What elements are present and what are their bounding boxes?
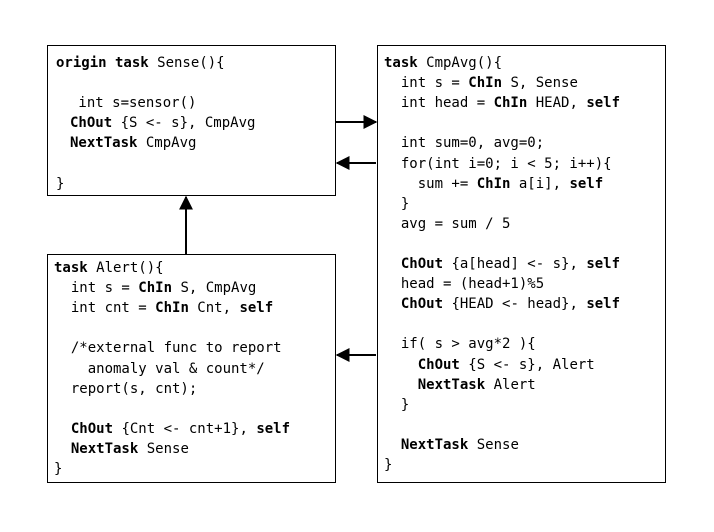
- code-keyword: NextTask: [70, 135, 138, 152]
- code-text: int head =: [384, 95, 494, 112]
- code-text: anomaly val & count*/: [54, 360, 265, 377]
- code-text: /*external func to report: [54, 340, 282, 357]
- code-text: Alert(){: [87, 260, 164, 276]
- code-keyword: task: [384, 55, 418, 71]
- code-text: {a[head] <- s},: [443, 256, 587, 272]
- code-line: int cnt = ChIn Cnt, self: [54, 301, 273, 315]
- code-text: head = (head+1)%5: [384, 276, 545, 293]
- code-keyword: self: [569, 175, 604, 192]
- code-text: S, CmpAvg: [172, 280, 257, 297]
- code-text: {S <- s}, CmpAvg: [112, 115, 256, 132]
- code-keyword: NextTask: [400, 436, 469, 453]
- code-line: int s = ChIn S, CmpAvg: [54, 281, 256, 295]
- code-text: S, Sense: [502, 75, 578, 92]
- code-keyword: self: [256, 420, 291, 437]
- code-line: NextTask Sense: [384, 438, 519, 452]
- code-line: ChOut {a[head] <- s}, self: [384, 257, 620, 271]
- code-line: int sum=0, avg=0;: [384, 136, 544, 150]
- code-keyword: ChIn: [138, 280, 173, 297]
- code-line: ChOut {S <- s}, Alert: [384, 358, 595, 372]
- code-text: Alert: [485, 376, 536, 393]
- code-text: }: [384, 457, 393, 473]
- sense-task-box: origin task Sense(){ int s=sensor() ChOut…: [47, 45, 336, 196]
- code-keyword: NextTask: [70, 440, 139, 457]
- code-text: int s =: [54, 280, 139, 297]
- code-keyword: ChIn: [493, 95, 528, 112]
- code-text: avg = sum / 5: [384, 215, 511, 232]
- cmpavg-task-box: task CmpAvg(){ int s = ChIn S, Sense int…: [377, 45, 666, 483]
- code-line: NextTask Alert: [384, 378, 536, 392]
- code-line: /*external func to report: [54, 341, 282, 355]
- code-keyword: ChIn: [476, 175, 511, 192]
- code-line: NextTask Sense: [54, 442, 189, 456]
- code-text: HEAD,: [527, 95, 587, 112]
- code-line: }: [56, 177, 64, 191]
- code-line: anomaly val & count*/: [54, 362, 265, 376]
- code-text: Cnt,: [188, 300, 240, 317]
- code-keyword: ChIn: [155, 300, 189, 317]
- code-keyword: NextTask: [417, 376, 486, 393]
- code-keyword: ChOut: [400, 296, 444, 313]
- code-line: NextTask CmpAvg: [70, 136, 196, 150]
- code-text: int sum=0, avg=0;: [384, 135, 545, 152]
- code-text: {S <- s}, Alert: [459, 356, 595, 373]
- code-text: if( s > avg*2 ){: [384, 336, 536, 353]
- code-line: sum += ChIn a[i], self: [384, 177, 603, 191]
- code-keyword: ChOut: [400, 256, 444, 272]
- code-line: }: [384, 458, 392, 472]
- code-line: if( s > avg*2 ){: [384, 337, 536, 351]
- code-text: Sense: [138, 440, 189, 457]
- code-keyword: ChIn: [468, 75, 503, 92]
- code-line: }: [384, 197, 409, 211]
- code-text: a[i],: [510, 175, 570, 192]
- code-text: CmpAvg(){: [417, 55, 503, 71]
- code-keyword: task: [54, 260, 88, 276]
- code-text: int s=sensor(): [70, 95, 197, 112]
- code-line: }: [54, 462, 62, 476]
- code-keyword: self: [586, 296, 621, 313]
- code-text: {Cnt <- cnt+1},: [113, 420, 257, 437]
- alert-task-box: task Alert(){ int s = ChIn S, CmpAvg int…: [47, 254, 336, 483]
- code-line: for(int i=0; i < 5; i++){: [384, 157, 612, 171]
- code-text: Sense(){: [148, 55, 225, 71]
- code-text: }: [384, 396, 410, 413]
- code-text: }: [54, 461, 63, 477]
- code-text: int s =: [384, 75, 469, 92]
- code-line: head = (head+1)%5: [384, 277, 544, 291]
- code-text: sum +=: [384, 175, 477, 192]
- code-line: task Alert(){: [54, 261, 164, 275]
- code-text: int cnt =: [54, 300, 156, 317]
- code-line: ChOut {HEAD <- head}, self: [384, 297, 620, 311]
- code-line: ChOut {S <- s}, CmpAvg: [70, 116, 255, 130]
- code-line: ChOut {Cnt <- cnt+1}, self: [54, 422, 290, 436]
- code-line: }: [384, 398, 409, 412]
- code-text: }: [384, 195, 410, 212]
- code-keyword: self: [586, 256, 621, 272]
- code-line: report(s, cnt);: [54, 382, 197, 396]
- code-line: avg = sum / 5: [384, 215, 511, 232]
- code-line: int s=sensor(): [70, 96, 196, 110]
- code-line: origin task Sense(){: [56, 56, 225, 70]
- code-text: report(s, cnt);: [54, 380, 198, 397]
- code-text: for(int i=0; i < 5; i++){: [384, 155, 612, 172]
- code-keyword: ChOut: [417, 356, 460, 373]
- code-keyword: ChOut: [70, 420, 114, 437]
- code-text: CmpAvg: [137, 135, 197, 152]
- code-line: int s = ChIn S, Sense: [384, 76, 578, 90]
- code-text: {HEAD <- head},: [443, 296, 587, 313]
- code-text: Sense: [468, 436, 519, 453]
- code-text: }: [56, 175, 65, 192]
- code-keyword: ChOut: [70, 115, 113, 132]
- code-keyword: origin task: [56, 55, 149, 71]
- code-keyword: self: [239, 300, 274, 317]
- code-line: task CmpAvg(){: [384, 56, 502, 70]
- code-keyword: self: [586, 95, 621, 112]
- code-line: int head = ChIn HEAD, self: [384, 96, 620, 110]
